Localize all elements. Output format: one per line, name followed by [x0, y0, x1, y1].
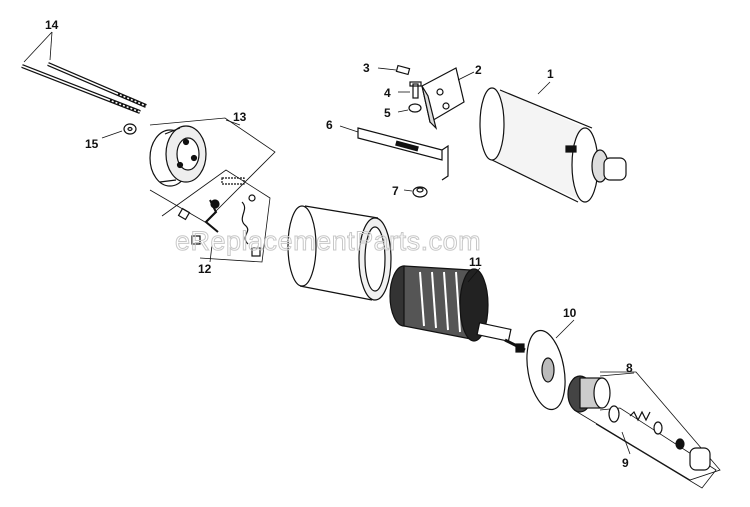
part-1-starter-motor[interactable]	[479, 87, 627, 203]
part-9-drive-kit[interactable]	[595, 405, 717, 489]
watermark-text: eReplacementParts.com	[175, 226, 481, 256]
part-14-through-bolts[interactable]	[21, 62, 147, 114]
callout-15: 15	[85, 137, 99, 151]
part-3-screw[interactable]	[395, 64, 411, 76]
part-11-armature[interactable]	[389, 265, 526, 353]
field-frame[interactable]	[287, 205, 392, 301]
part-15-washer[interactable]	[123, 123, 137, 135]
callout-8: 8	[626, 361, 633, 375]
part-10-end-plate[interactable]	[521, 327, 570, 412]
callout-14: 14	[45, 18, 59, 32]
part-7-nut[interactable]	[412, 186, 428, 198]
callout-4: 4	[384, 86, 391, 100]
callout-7: 7	[392, 184, 399, 198]
callout-5: 5	[384, 106, 391, 120]
part-5-washer[interactable]	[408, 103, 422, 113]
callout-12: 12	[198, 262, 212, 276]
callout-13: 13	[233, 110, 247, 124]
part-2-bracket[interactable]	[421, 67, 465, 130]
part-6-strap[interactable]	[357, 127, 449, 181]
callout-6: 6	[326, 118, 333, 132]
part-4-bolt[interactable]	[409, 81, 422, 99]
callout-1: 1	[547, 67, 554, 81]
part-12-brush-assembly[interactable]	[161, 169, 271, 263]
callout-2: 2	[475, 63, 482, 77]
callout-9: 9	[622, 456, 629, 470]
callout-3: 3	[363, 61, 370, 75]
callout-10: 10	[563, 306, 577, 320]
callout-11: 11	[469, 255, 482, 269]
part-8-drive-assembly[interactable]	[567, 371, 721, 481]
